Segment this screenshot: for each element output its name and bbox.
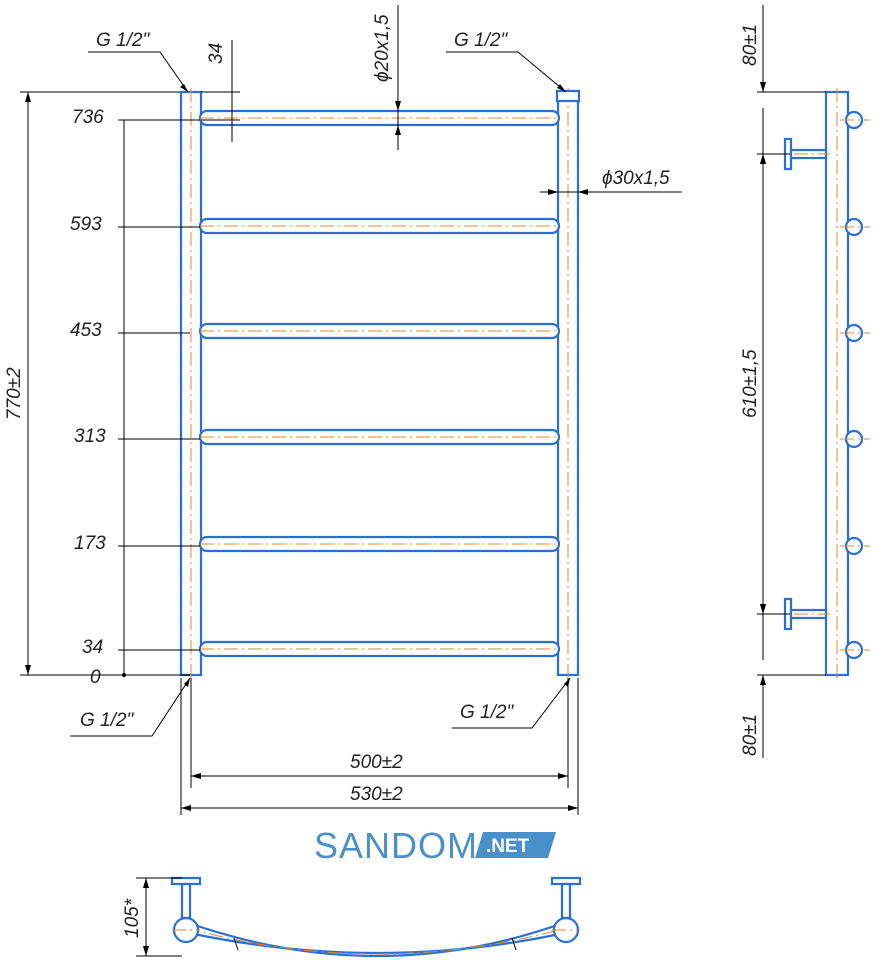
thread-bottom-right-label: G 1/2" xyxy=(460,702,514,723)
watermark-badge xyxy=(475,832,556,858)
top-offset-dimension: 34 xyxy=(201,40,240,142)
side-view-dimensions: 80±1 610±1,5 80±1 xyxy=(740,5,826,758)
watermark-suffix: .NET xyxy=(486,836,530,857)
outer-width-label: 530±2 xyxy=(350,784,403,805)
top-offset-label: 34 xyxy=(206,43,227,64)
height-dimension: 770±2 xyxy=(4,92,31,675)
level-dimensions: 736 593 453 313 173 34 0 xyxy=(20,91,200,688)
level-label-453: 453 xyxy=(70,320,102,341)
level-label-593: 593 xyxy=(70,214,102,235)
side-top-offset-label: 80±1 xyxy=(740,24,761,66)
rung-pipe-label: ϕ20x1,5 xyxy=(372,14,393,82)
thread-top-right-label: G 1/2" xyxy=(454,30,508,51)
top-view: 105* xyxy=(122,876,582,958)
top-view-depth-label: 105* xyxy=(122,898,143,938)
inner-width-label: 500±2 xyxy=(350,752,403,773)
top-view-curved-rung-outer xyxy=(185,920,567,958)
side-view-rung-ends xyxy=(840,110,870,660)
side-view: 80±1 610±1,5 80±1 xyxy=(740,5,870,758)
thread-bottom-left-label: G 1/2" xyxy=(80,710,134,731)
side-pipe-label: ϕ30x1,5 xyxy=(602,168,670,189)
level-label-736: 736 xyxy=(72,107,104,128)
level-label-34: 34 xyxy=(82,637,103,658)
watermark-name: SANDOM xyxy=(314,825,478,866)
right-top-thread-cap xyxy=(555,89,581,103)
side-bottom-offset-label: 80±1 xyxy=(740,714,761,756)
rung-pipe-dimension: ϕ20x1,5 xyxy=(372,5,401,150)
thread-top-left-label: G 1/2" xyxy=(96,30,150,51)
height-label: 770±2 xyxy=(4,367,25,420)
top-view-curved-rung-inner xyxy=(193,932,561,955)
side-mount-spacing-label: 610±1,5 xyxy=(740,349,761,418)
side-pipe-dimension: ϕ30x1,5 xyxy=(540,168,682,195)
width-dimensions: 500±2 530±2 xyxy=(180,678,579,815)
thread-leaders: G 1/2" G 1/2" G 1/2" G 1/2" xyxy=(70,30,571,737)
level-label-173: 173 xyxy=(74,533,106,554)
rungs xyxy=(198,109,561,658)
wall-mounts xyxy=(770,137,830,631)
level-label-0: 0 xyxy=(90,667,101,688)
level-label-313: 313 xyxy=(74,426,106,447)
watermark-logo: SANDOM .NET xyxy=(314,825,556,866)
front-view: 736 593 453 313 173 34 0 770±2 34 ϕ xyxy=(4,5,682,815)
